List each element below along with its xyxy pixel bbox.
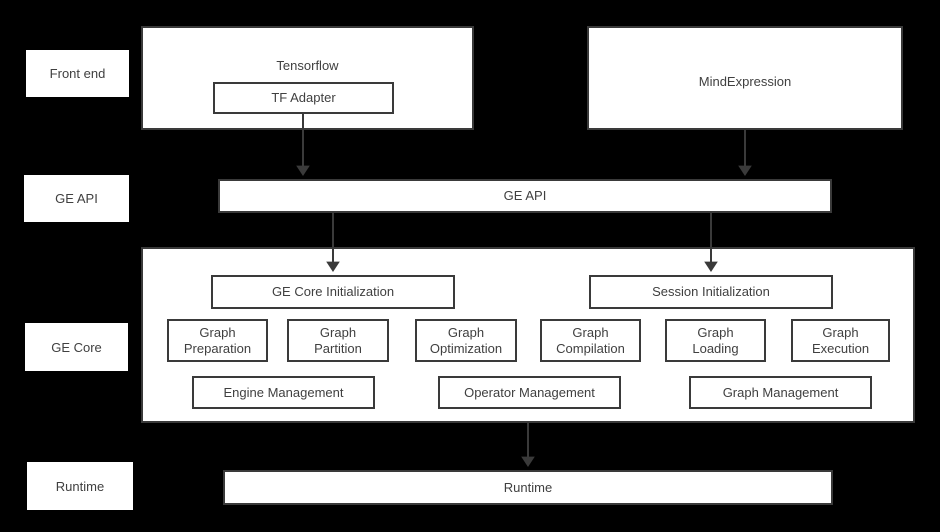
graph-management-box[interactable]: Graph Management [689,376,872,409]
graph-loading-label: Graph Loading [692,324,739,356]
layer-label-front-end-text: Front end [49,66,106,81]
operator-management-box[interactable]: Operator Management [438,376,621,409]
layer-label-ge-core-text: GE Core [51,339,102,355]
session-initialization-label: Session Initialization [652,284,770,300]
tensorflow-title: Tensorflow [276,58,339,73]
engine-management-label: Engine Management [223,384,344,400]
layer-label-front-end: Front end [26,50,129,97]
graph-preparation-box[interactable]: Graph Preparation [167,319,268,362]
tf-adapter-box[interactable]: TF Adapter [213,82,394,114]
ge-api-bar-label: GE API [503,188,547,204]
ge-core-initialization-label: GE Core Initialization [271,284,395,300]
operator-management-label: Operator Management [464,384,595,400]
graph-optimization-label: Graph Optimization [429,324,503,356]
mindexpression-container[interactable]: MindExpression [587,26,903,130]
runtime-bar-label: Runtime [503,479,553,495]
layer-label-ge-api: GE API [24,175,129,222]
runtime-bar[interactable]: Runtime [223,470,833,505]
tensorflow-container[interactable]: Tensorflow [141,26,474,130]
graph-execution-box[interactable]: Graph Execution [791,319,890,362]
graph-loading-box[interactable]: Graph Loading [665,319,766,362]
graph-management-label: Graph Management [722,384,839,400]
layer-label-runtime-text: Runtime [55,478,105,494]
ge-core-initialization-box[interactable]: GE Core Initialization [211,275,455,309]
graph-preparation-label: Graph Preparation [183,324,252,356]
layer-label-ge-api-text: GE API [55,191,98,206]
layer-label-ge-core: GE Core [25,323,128,371]
tf-adapter-label: TF Adapter [271,90,336,106]
graph-compilation-box[interactable]: Graph Compilation [540,319,641,362]
graph-partition-box[interactable]: Graph Partition [287,319,389,362]
ge-api-bar[interactable]: GE API [218,179,832,213]
layer-label-runtime: Runtime [27,462,133,510]
graph-execution-label: Graph Execution [811,324,870,356]
graph-partition-label: Graph Partition [314,324,362,356]
session-initialization-box[interactable]: Session Initialization [589,275,833,309]
graph-optimization-box[interactable]: Graph Optimization [415,319,517,362]
graph-compilation-label: Graph Compilation [556,324,625,356]
engine-management-box[interactable]: Engine Management [192,376,375,409]
mindexpression-title: MindExpression [698,74,792,89]
